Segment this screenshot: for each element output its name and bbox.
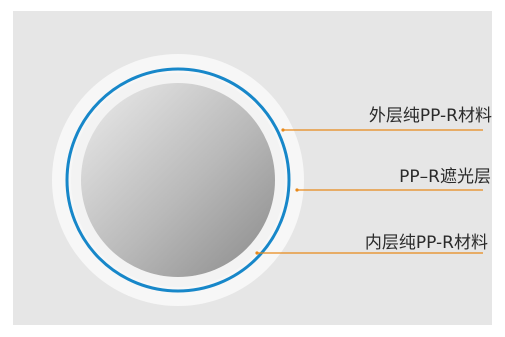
leader-dot-middle bbox=[295, 188, 299, 192]
middle-layer-label: PP–R遮光层 bbox=[399, 167, 491, 187]
leader-dot-inner bbox=[255, 251, 259, 255]
pipe-core bbox=[81, 83, 275, 277]
outer-layer-label: 外层纯PP-R材料 bbox=[368, 106, 492, 126]
blue-light-shield-ring bbox=[65, 67, 291, 293]
leader-dot-outer bbox=[281, 128, 285, 132]
inner-layer-label: 内层纯PP-R材料 bbox=[364, 233, 488, 253]
